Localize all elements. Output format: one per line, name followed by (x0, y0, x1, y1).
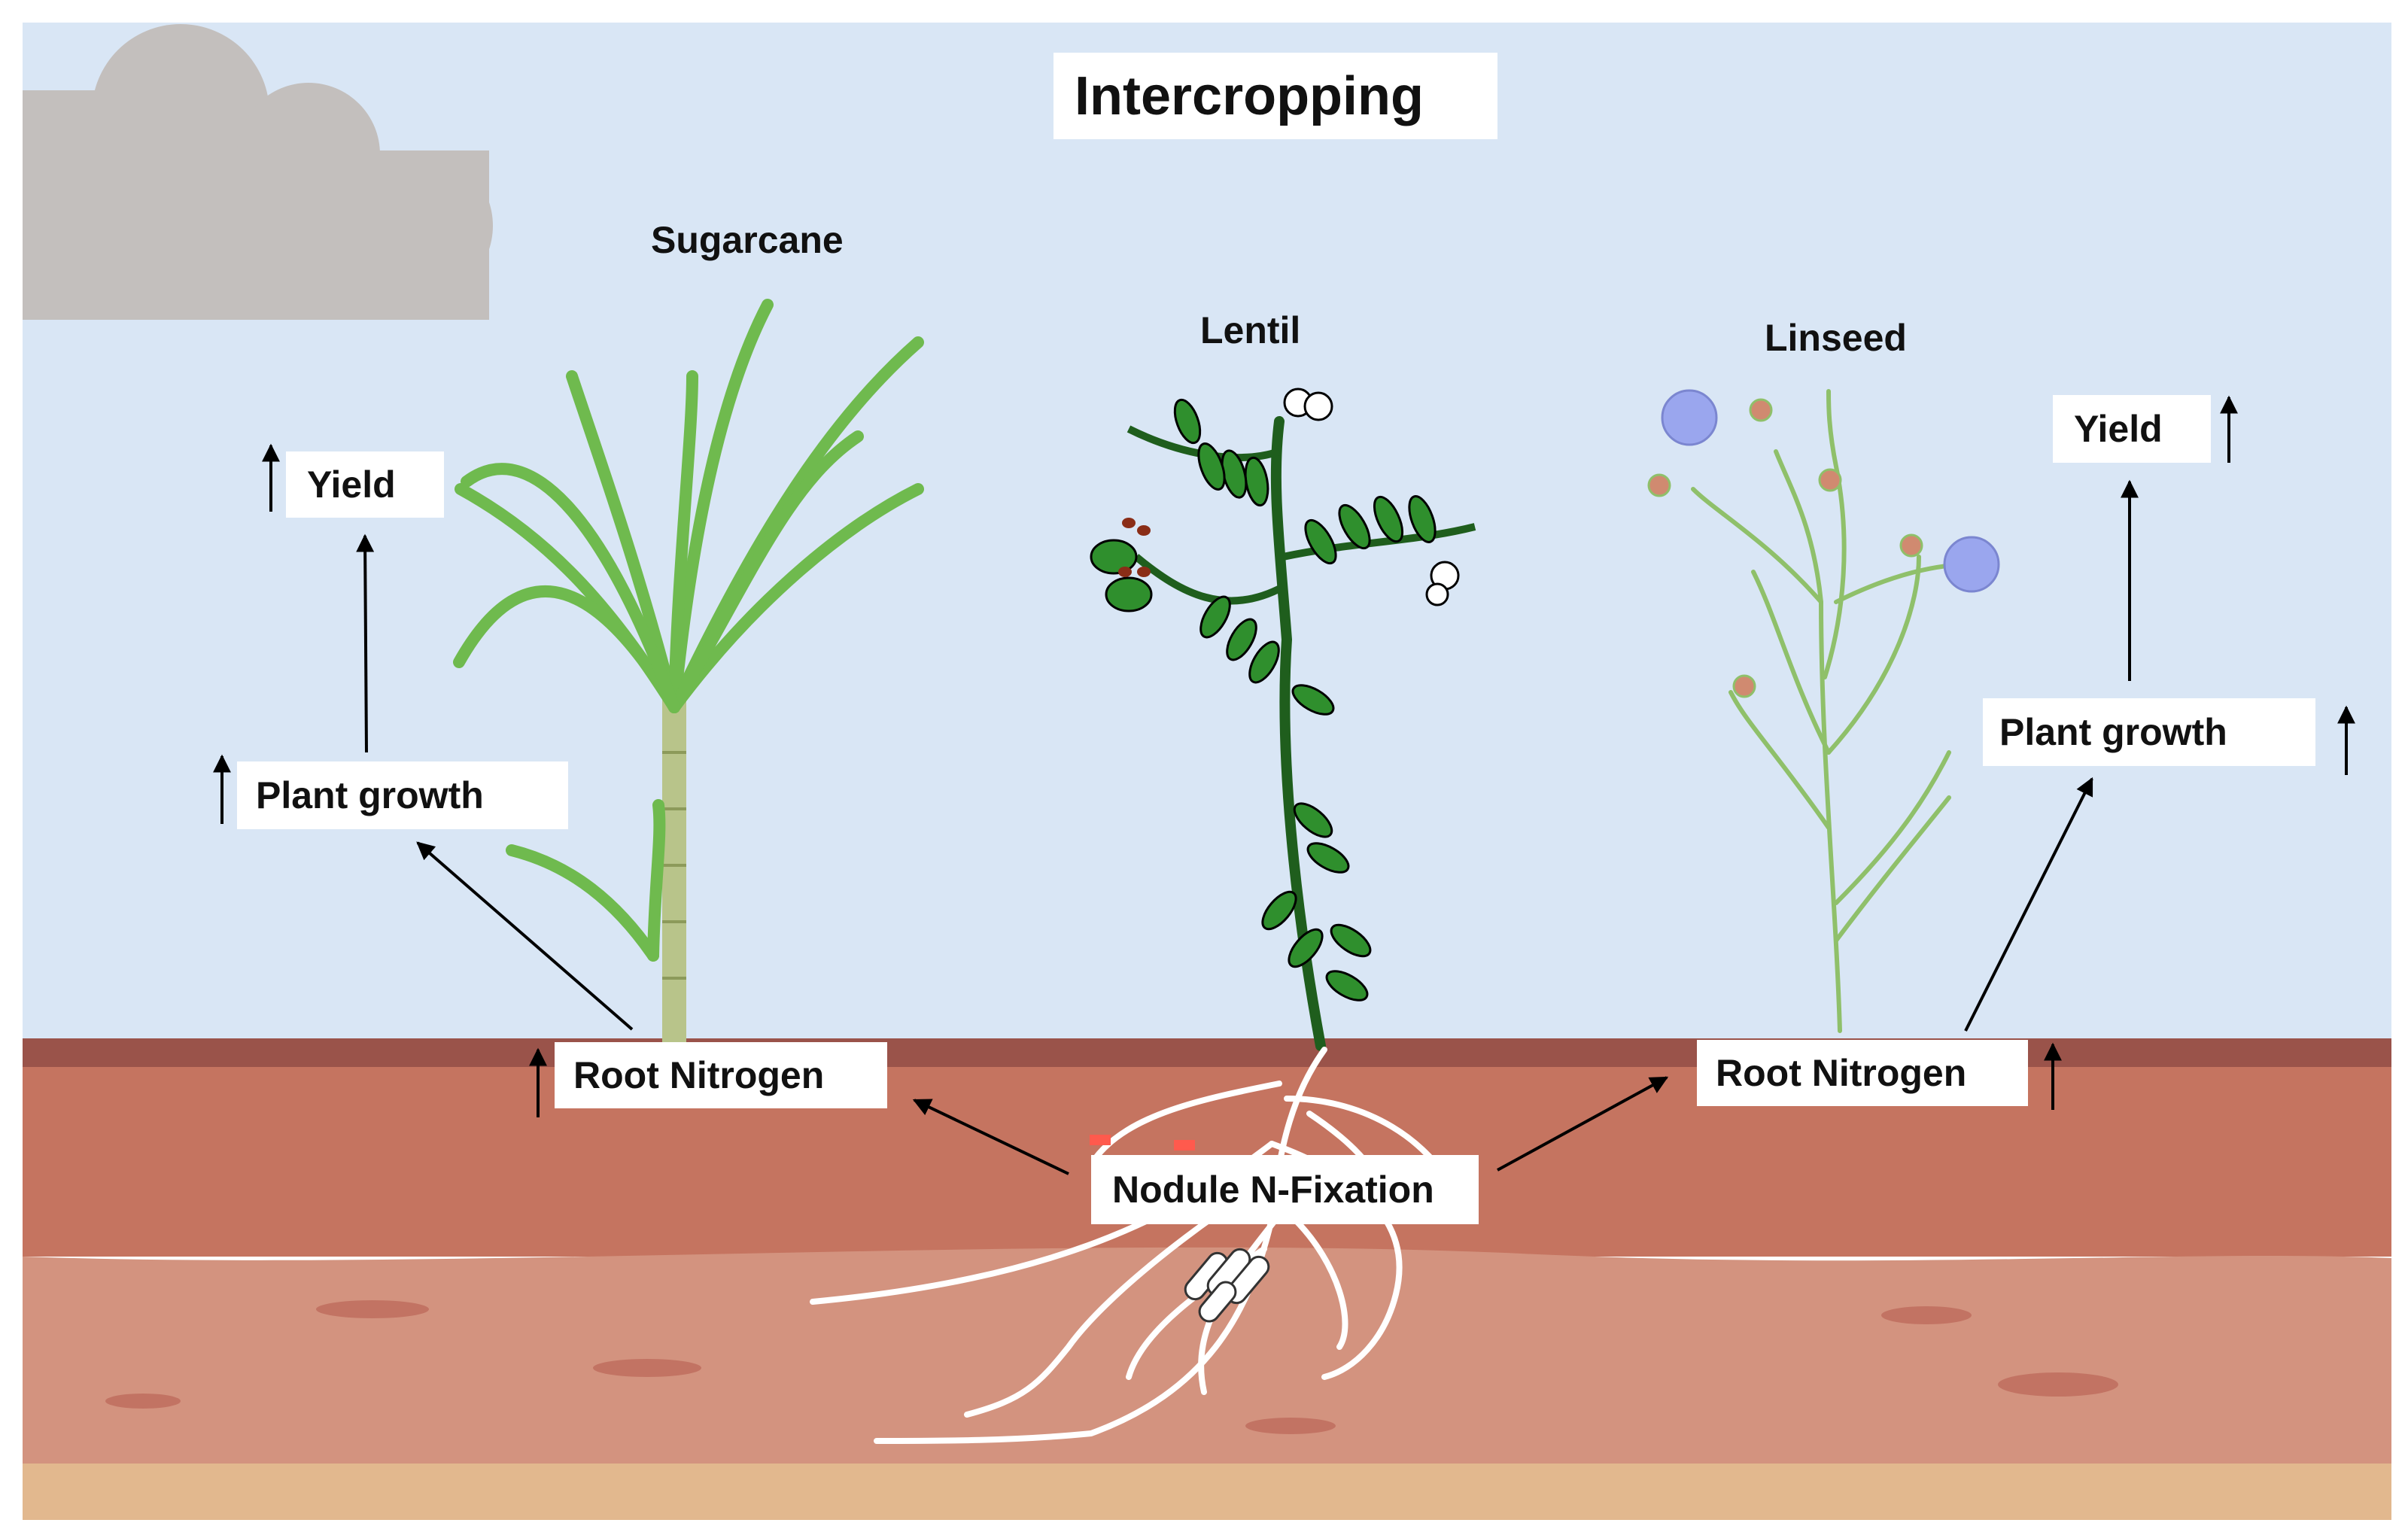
soil-bottom-layer (23, 1464, 2391, 1520)
left-plant-growth-box: Plant growth (237, 761, 568, 829)
flow-arrows (356, 479, 2139, 1175)
left-root-nitrogen-box: Root Nitrogen (555, 1042, 887, 1108)
soil-pebbles (105, 1300, 2118, 1434)
sugarcane-plant (453, 299, 924, 1042)
lentil-plant (1090, 388, 1476, 1051)
left-yield-box: Yield (286, 451, 444, 518)
right-root-nitrogen-label: Root Nitrogen (1716, 1052, 1967, 1094)
lentil-nodules (1184, 1248, 1270, 1323)
label-linseed: Linseed (1765, 317, 1907, 359)
left-root-nitrogen-label: Root Nitrogen (573, 1054, 825, 1096)
right-root-nitrogen-box: Root Nitrogen (1697, 1040, 2028, 1106)
cloud (23, 24, 493, 320)
right-yield-label: Yield (2074, 408, 2163, 450)
increase-arrows (213, 395, 2355, 1117)
label-lentil: Lentil (1200, 309, 1301, 351)
diagram-title-text: Intercropping (1075, 65, 1424, 126)
soil-top-band (23, 1038, 2391, 1068)
nodule-box: Nodule N-Fixation (1091, 1155, 1479, 1224)
diagram-title: Intercropping (1054, 53, 1497, 139)
left-plant-growth-label: Plant growth (256, 774, 484, 816)
right-plant-growth-box: Plant growth (1983, 698, 2315, 766)
right-yield-box: Yield (2053, 395, 2211, 463)
right-plant-growth-label: Plant growth (1999, 711, 2227, 753)
label-sugarcane: Sugarcane (651, 219, 844, 261)
left-yield-label: Yield (307, 464, 396, 506)
red-dots (1090, 1135, 1195, 1150)
linseed-plant (1647, 389, 2000, 1033)
nodule-label: Nodule N-Fixation (1112, 1169, 1434, 1211)
